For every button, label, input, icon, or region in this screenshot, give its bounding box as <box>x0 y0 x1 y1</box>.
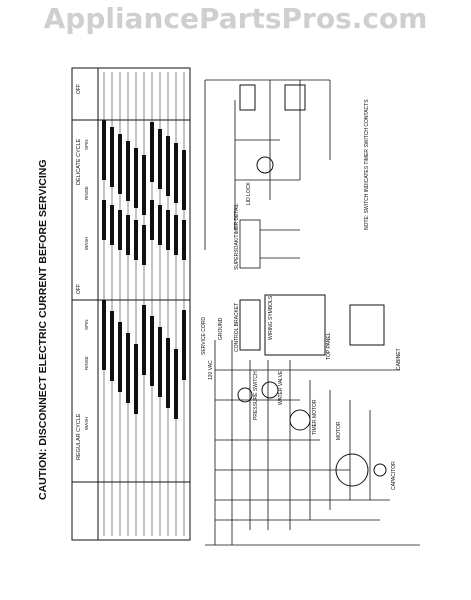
delicate-cycle-label: DELICATE CYCLE <box>76 138 82 185</box>
wash-label: WASH <box>84 417 89 430</box>
motor-upper-box <box>239 84 256 111</box>
chart-contact-bar <box>174 349 178 419</box>
ground-label: GROUND <box>218 317 224 340</box>
chart-contact-bar <box>142 305 146 375</box>
chart-contact-bar <box>126 333 130 403</box>
chart-contact-bar <box>118 322 122 392</box>
spin-label: SPIN <box>84 319 89 330</box>
motor-label: MOTOR <box>336 421 342 440</box>
wash-label-2: WASH <box>84 237 89 250</box>
water-valve-symbol <box>261 381 279 399</box>
service-cord-label: SERVICE CORD <box>201 317 207 355</box>
chart-contact-bar <box>166 136 170 196</box>
chart-contact-bar <box>134 148 138 208</box>
chart-contact-bar <box>150 316 154 386</box>
rinse-label-2: RINSE <box>84 186 89 200</box>
chart-contact-bar <box>182 150 186 210</box>
schematic-wires <box>204 79 420 546</box>
timer-chart <box>71 67 191 541</box>
timer-motor-symbol <box>289 409 311 431</box>
chart-contact-bar <box>110 127 114 187</box>
watermark-text: AppliancePartsPros.com <box>43 2 428 35</box>
chart-contact-bar <box>142 155 146 215</box>
off-label-mid: OFF <box>76 284 82 294</box>
pressure-switch-symbol <box>237 387 253 403</box>
capacitor-symbol <box>373 463 387 477</box>
control-bracket-box <box>239 299 261 351</box>
chart-contact-bar <box>182 310 186 380</box>
chart-contact-bar <box>174 143 178 203</box>
chart-contact-bar <box>118 134 122 194</box>
cabinet-label: CABINET <box>396 348 402 370</box>
wire-nut-box <box>349 304 385 346</box>
lid-lock-box <box>284 84 306 111</box>
chart-contact-bar <box>126 141 130 201</box>
chart-contact-bar <box>158 205 162 245</box>
control-bracket-label: CONTROL BRACKET <box>234 303 240 352</box>
chart-contact-bar <box>150 122 154 182</box>
caution-heading: CAUTION: DISCONNECT ELECTRIC CURRENT BEF… <box>37 160 49 501</box>
note-label: NOTE: SWITCH INDICATES TIMER SWITCH CONT… <box>364 99 370 230</box>
chart-contact-bar <box>102 200 106 240</box>
chart-contact-bar <box>118 210 122 250</box>
rinse-label: RINSE <box>84 356 89 370</box>
wiring-symbols-box <box>264 294 326 356</box>
supersoak-label: SUPERSOAK/TIMER DETAIL <box>234 203 240 270</box>
chart-contact-bar <box>158 129 162 189</box>
chart-contact-bar <box>102 300 106 370</box>
chart-contact-bar <box>110 311 114 381</box>
wiring-symbols-label: WIRING SYMBOLS <box>268 295 274 340</box>
voltage-label: 120 VAC <box>208 360 214 380</box>
timer-chart-rows <box>102 72 186 536</box>
chart-contact-bar <box>158 327 162 397</box>
chart-contact-bar <box>134 220 138 260</box>
chart-contact-bar <box>150 200 154 240</box>
chart-contact-bar <box>166 210 170 250</box>
chart-contact-bar <box>182 220 186 260</box>
chart-contact-bar <box>126 215 130 255</box>
chart-contact-bar <box>110 205 114 245</box>
components <box>237 84 387 487</box>
chart-contact-bar <box>166 338 170 408</box>
motor-symbol <box>335 453 369 487</box>
capacitor-label: CAPACITOR <box>391 461 397 490</box>
timer-motor-label: TIMER MOTOR <box>312 399 318 435</box>
regular-cycle-label: REGULAR CYCLE <box>76 413 82 460</box>
pressure-switch-label: PRESSURE SWITCH <box>253 371 259 420</box>
chart-contact-bar <box>134 344 138 414</box>
timer-motor-symbol-upper <box>256 156 274 174</box>
spin-label-2: SPIN <box>84 139 89 150</box>
top-panel-label: TOP PANEL <box>326 332 332 360</box>
off-label-top: OFF <box>76 84 82 94</box>
chart-contact-bar <box>174 215 178 255</box>
chart-contact-bar <box>142 225 146 265</box>
water-valve-label: WATER VALVE <box>278 370 284 405</box>
chart-contact-bar <box>102 120 106 180</box>
lid-lock-label: LID LOCK <box>246 182 252 205</box>
